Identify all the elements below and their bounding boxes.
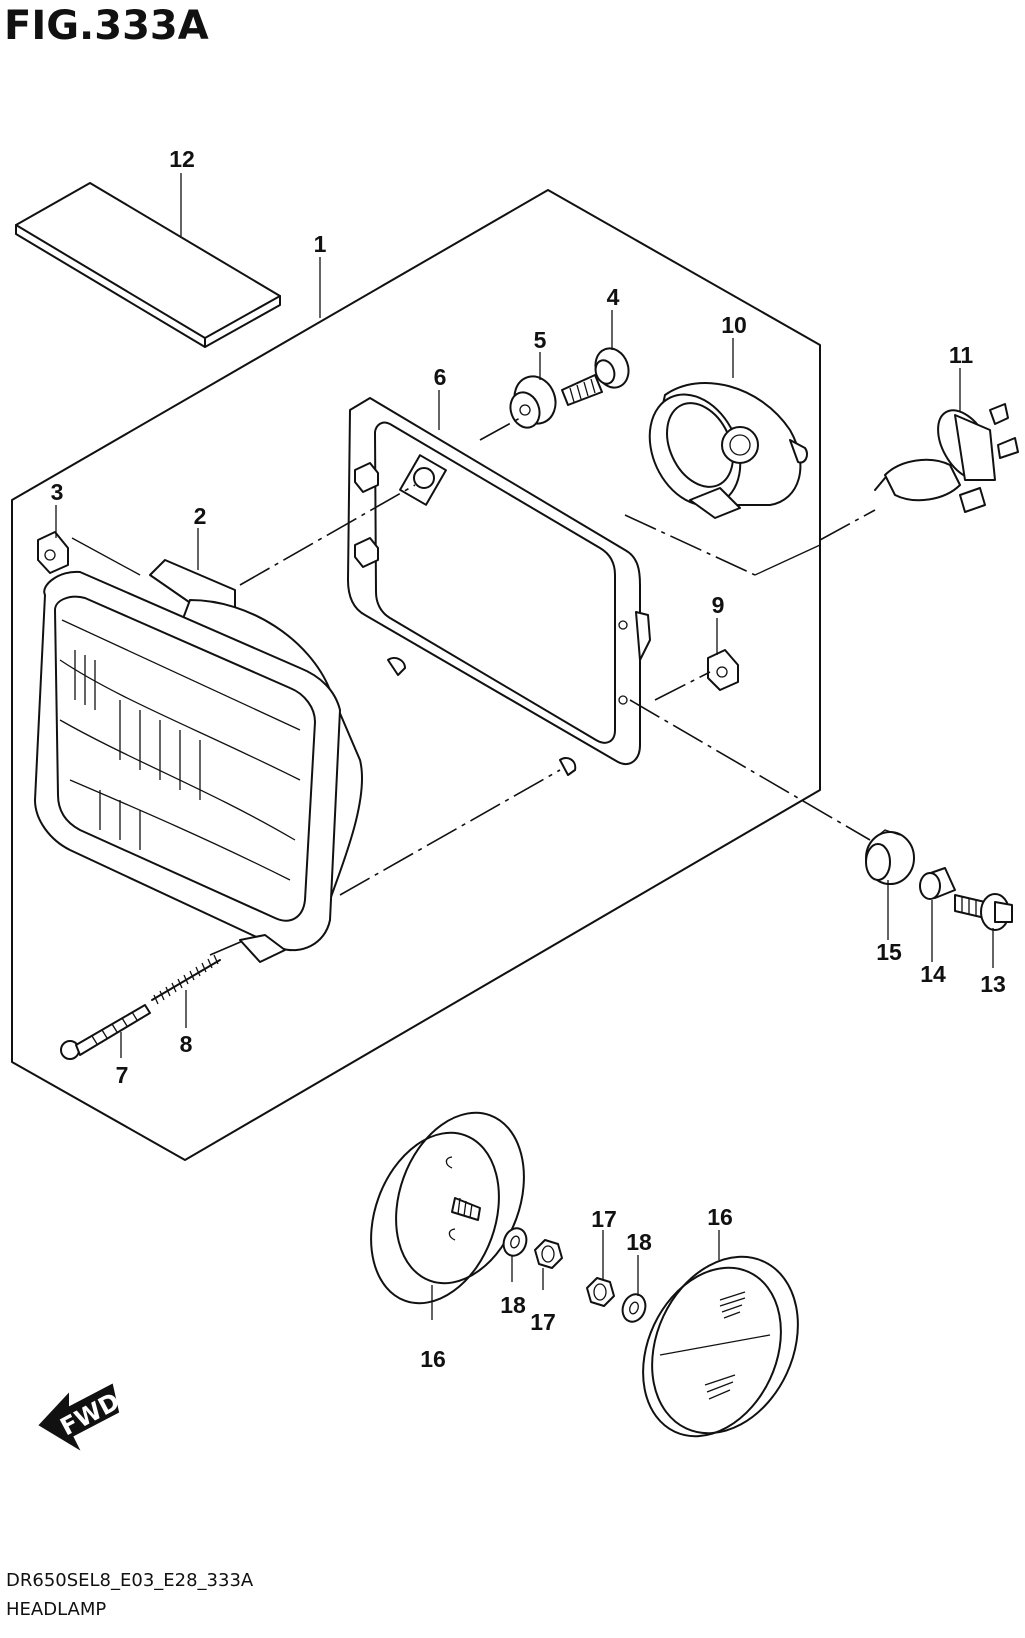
- part-17-nut-left: [534, 1239, 563, 1269]
- model-code: DR650SEL8_E03_E28_333A: [6, 1570, 254, 1591]
- callout-17-left: 17: [530, 1309, 556, 1335]
- callout-4: 4: [607, 284, 620, 310]
- callout-14: 14: [920, 961, 946, 987]
- part-6-frame: [347, 397, 651, 776]
- callout-7: 7: [116, 1062, 129, 1088]
- figure-name: HEADLAMP: [6, 1599, 107, 1620]
- assembly-box: [11, 189, 821, 1161]
- callout-3: 3: [51, 479, 64, 505]
- figure-title: FIG.333A: [4, 3, 209, 49]
- callout-5: 5: [534, 327, 547, 353]
- callout-11: 11: [949, 342, 974, 368]
- callout-16-left: 16: [420, 1346, 446, 1372]
- part-2-headlamp-unit: [34, 559, 363, 963]
- fwd-arrow: FWD: [38, 1383, 125, 1451]
- part-8-spring: [151, 954, 221, 1005]
- fwd-label: FWD: [56, 1387, 125, 1441]
- part-16-lens-right: [642, 1255, 799, 1438]
- part-14-collar: [919, 867, 956, 900]
- leader-lines: [55, 173, 994, 1320]
- part-4-screw: [561, 347, 630, 406]
- callout-2: 2: [194, 503, 207, 529]
- callout-9: 9: [712, 592, 725, 618]
- callout-10: 10: [721, 312, 747, 338]
- callout-13: 13: [980, 971, 1006, 997]
- callout-1: 1: [314, 231, 327, 257]
- part-12-label-plate: [15, 182, 281, 348]
- part-16-visor-left: [370, 1111, 525, 1305]
- callout-12: 12: [169, 146, 195, 172]
- part-3-nut: [37, 531, 69, 574]
- callout-8: 8: [180, 1031, 193, 1057]
- part-11-bulb: [874, 403, 1019, 513]
- callout-6: 6: [434, 364, 447, 390]
- callout-15: 15: [876, 939, 902, 965]
- part-10-socket-cover: [648, 381, 808, 519]
- callout-18-left: 18: [500, 1292, 526, 1318]
- part-15-bush: [865, 829, 915, 885]
- part-18-washer-left: [502, 1227, 528, 1257]
- part-5-grommet: [509, 375, 557, 429]
- callout-16-right: 16: [707, 1204, 733, 1230]
- part-17-nut-right: [586, 1277, 615, 1307]
- part-13-bolt: [954, 893, 1013, 931]
- part-18-washer-right: [621, 1293, 647, 1323]
- part-9-clip-nut: [707, 649, 739, 691]
- callout-18-right: 18: [626, 1229, 652, 1255]
- part-7-screw: [60, 1004, 151, 1060]
- callout-17-right: 17: [591, 1206, 617, 1232]
